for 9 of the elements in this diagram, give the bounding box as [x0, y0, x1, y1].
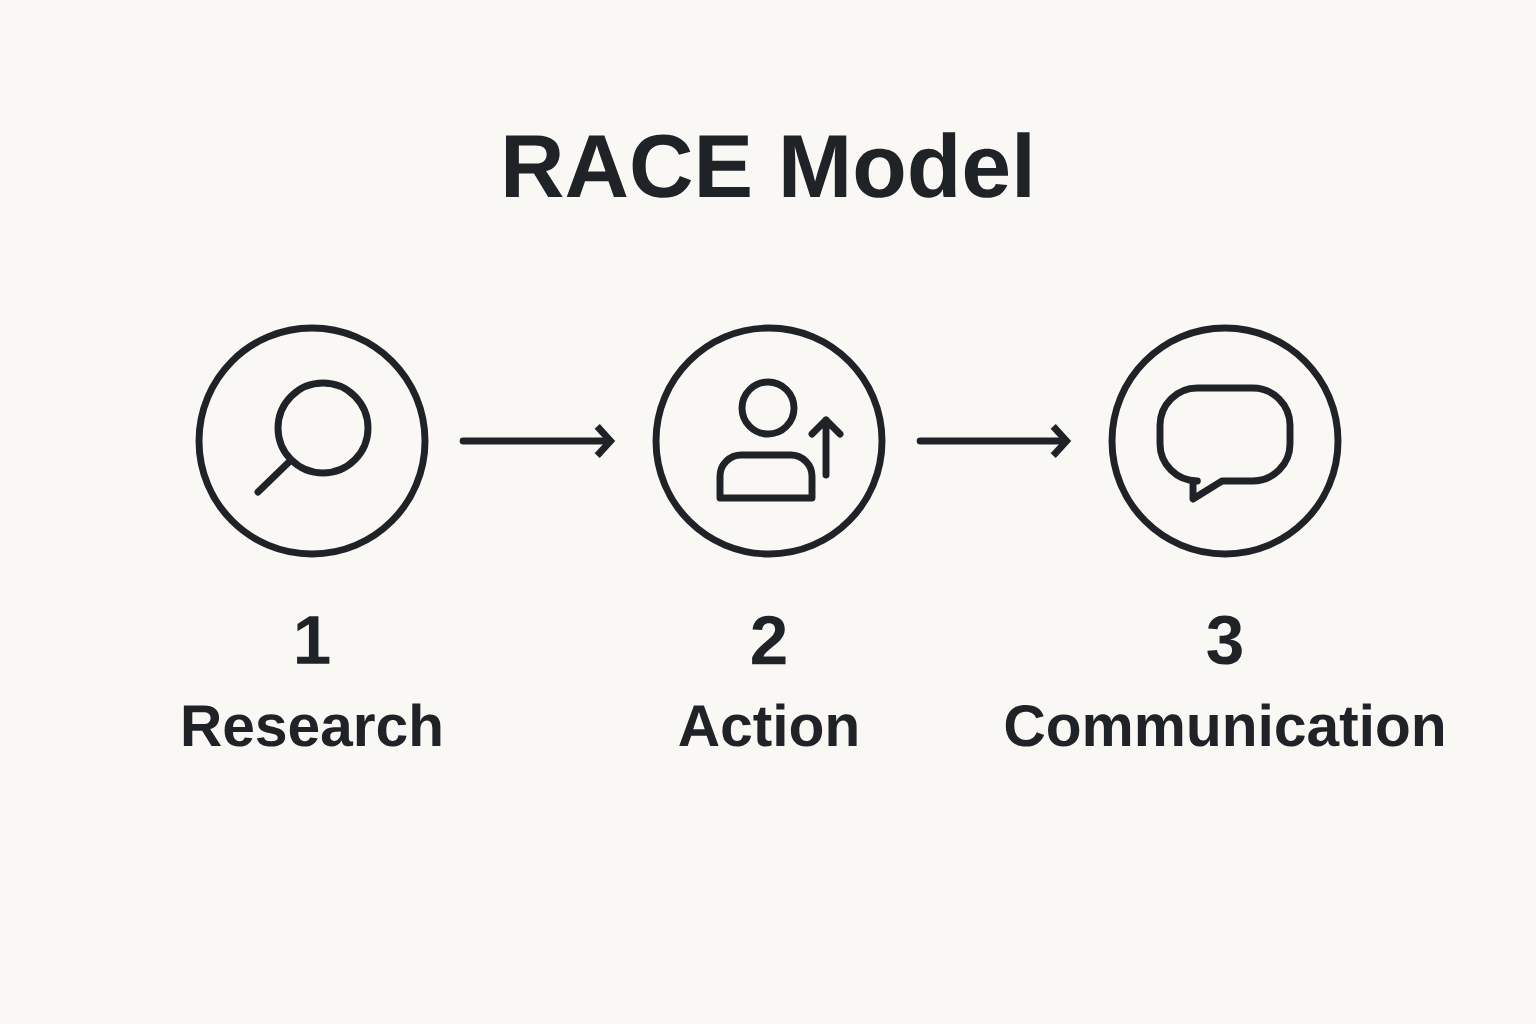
title: RACE Model [506, 132, 1030, 198]
step-number: 1 [297, 616, 330, 664]
step-number: 2 [752, 615, 786, 665]
step-number: 3 [1207, 615, 1242, 665]
step-label: Communication [1005, 703, 1443, 747]
arrow [459, 424, 616, 458]
arrow [916, 424, 1072, 458]
step-label: Research [183, 703, 441, 747]
step-label: Action [679, 703, 857, 747]
